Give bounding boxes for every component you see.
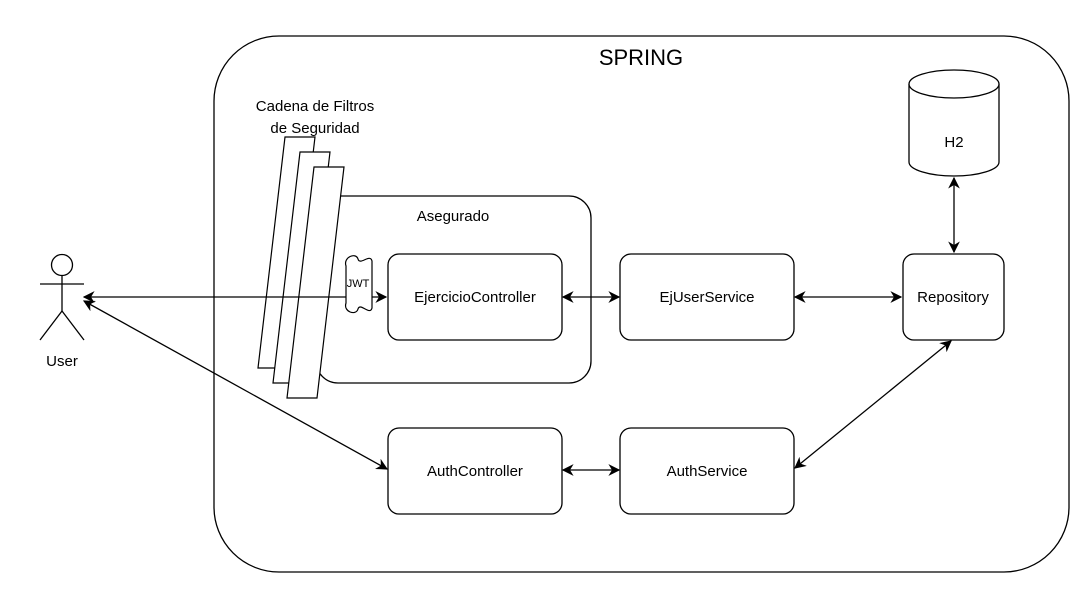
repository-label: Repository [917, 289, 989, 306]
auth-service-node: AuthService [619, 427, 795, 515]
filters-label-line1: Cadena de Filtros [256, 98, 374, 115]
ejercicio-controller-label: EjercicioController [414, 289, 536, 306]
jwt-token: JWT [344, 255, 373, 314]
auth-service-label: AuthService [667, 463, 748, 480]
ejercicio-controller-node: EjercicioController [387, 253, 563, 341]
h2-label: H2 [944, 134, 963, 151]
auth-controller-label: AuthController [427, 463, 523, 480]
ej-user-service-label: EjUserService [659, 289, 754, 306]
h2-database: H2 [908, 69, 1000, 177]
ej-user-service-node: EjUserService [619, 253, 795, 341]
user-actor: User [39, 253, 85, 370]
auth-controller-node: AuthController [387, 427, 563, 515]
repository-node: Repository [902, 253, 1005, 341]
connectors [82, 176, 960, 476]
secured-group-label: Asegurado [417, 208, 490, 225]
user-auth-connector [82, 300, 389, 470]
user-label: User [46, 353, 78, 370]
authservice-repository-connector [794, 340, 952, 469]
jwt-label: JWT [347, 278, 370, 290]
filters-label-line2: de Seguridad [270, 120, 359, 137]
spring-label: SPRING [599, 45, 683, 70]
